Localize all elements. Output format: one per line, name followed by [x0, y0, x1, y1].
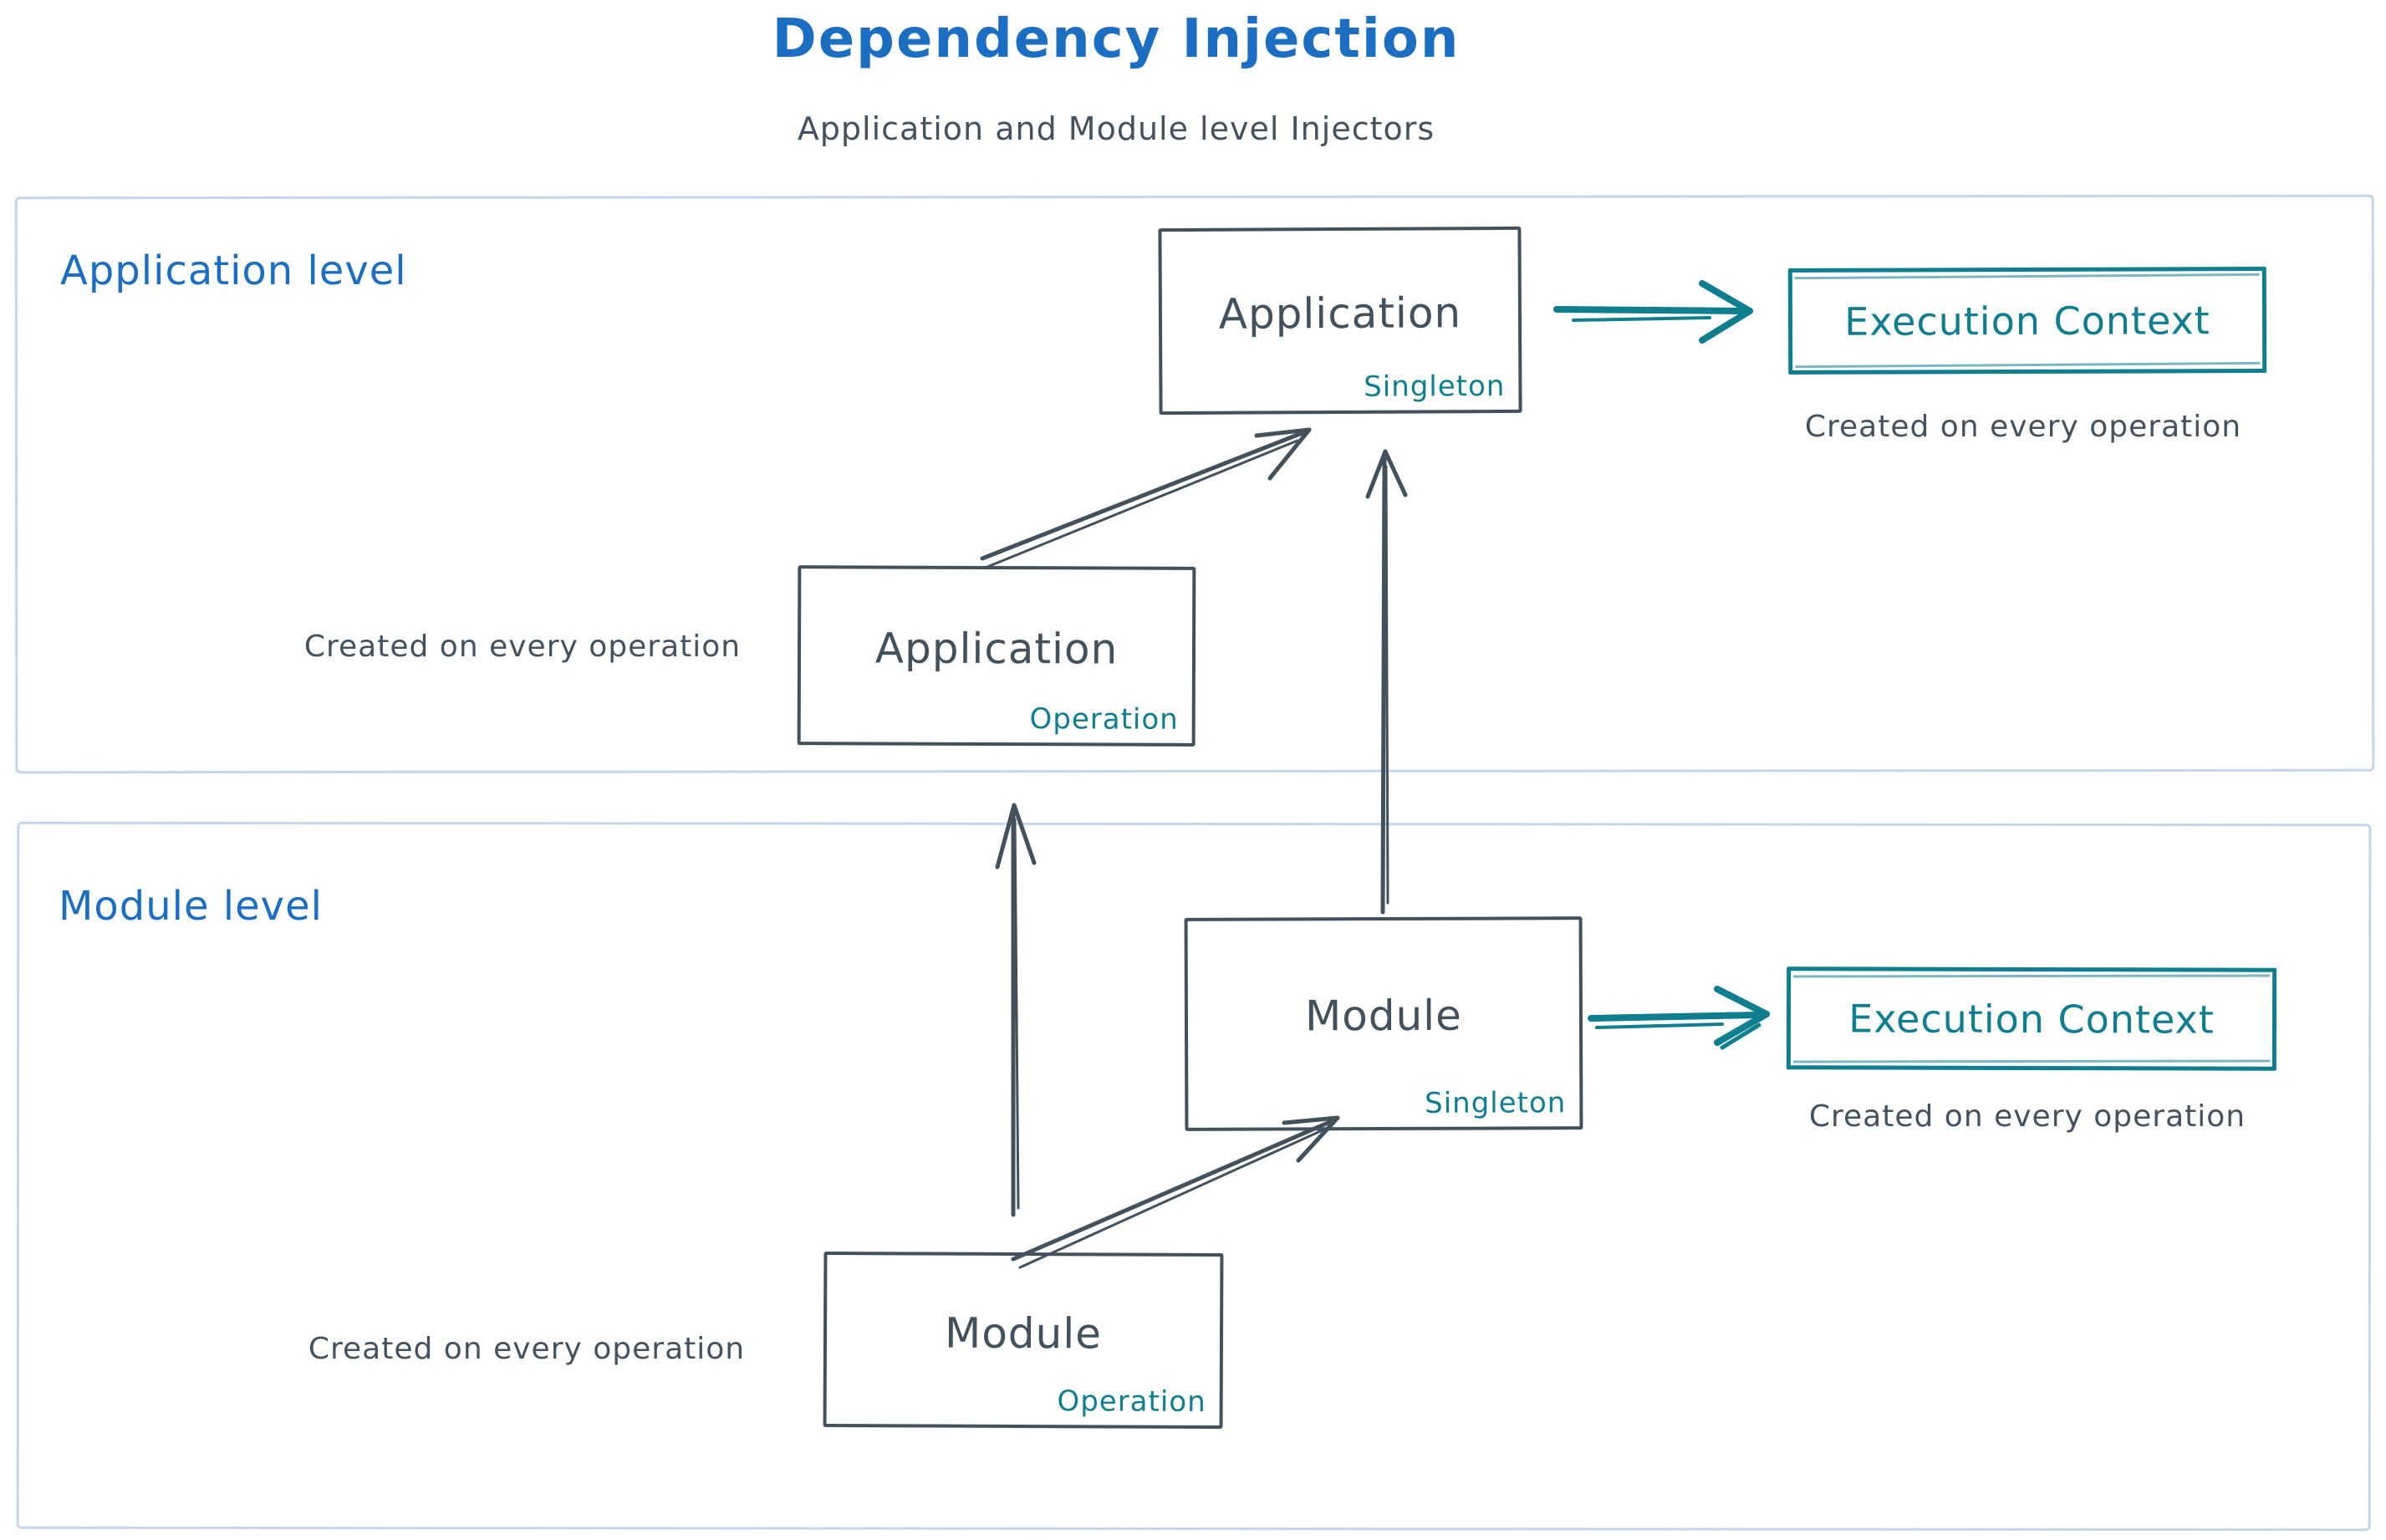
- module-execution-caption: Created on every operation: [1808, 1099, 2246, 1134]
- module-singleton-title: Module: [1304, 991, 1462, 1040]
- module-execution-context-label: Execution Context: [1848, 995, 2215, 1043]
- module-execution-context-box: Execution Context: [1786, 966, 2277, 1071]
- module-singleton-scope: Singleton: [1425, 1086, 1567, 1120]
- application-execution-context-label: Execution Context: [1844, 297, 2210, 344]
- application-singleton-title: Application: [1218, 288, 1462, 339]
- module-singleton-box: Module Singleton: [1184, 916, 1583, 1131]
- application-operation-scope: Operation: [1029, 702, 1179, 737]
- module-level-label: Module level: [59, 883, 323, 930]
- application-level-label: Application level: [60, 247, 407, 294]
- application-execution-caption: Created on every operation: [1804, 410, 2242, 444]
- module-operation-box: Module Operation: [823, 1251, 1224, 1430]
- module-operation-scope: Operation: [1057, 1384, 1206, 1419]
- page-subtitle: Application and Module level Injectors: [797, 110, 1435, 147]
- application-singleton-box: Application Singleton: [1158, 226, 1522, 416]
- page-title: Dependency Injection: [772, 8, 1461, 70]
- application-execution-context-box: Execution Context: [1787, 267, 2267, 375]
- module-operation-title: Module: [945, 1308, 1103, 1359]
- application-singleton-scope: Singleton: [1364, 369, 1506, 404]
- application-operation-caption: Created on every operation: [303, 630, 742, 664]
- module-operation-caption: Created on every operation: [308, 1332, 746, 1366]
- application-operation-box: Application Operation: [797, 565, 1196, 747]
- application-operation-title: Application: [874, 624, 1119, 674]
